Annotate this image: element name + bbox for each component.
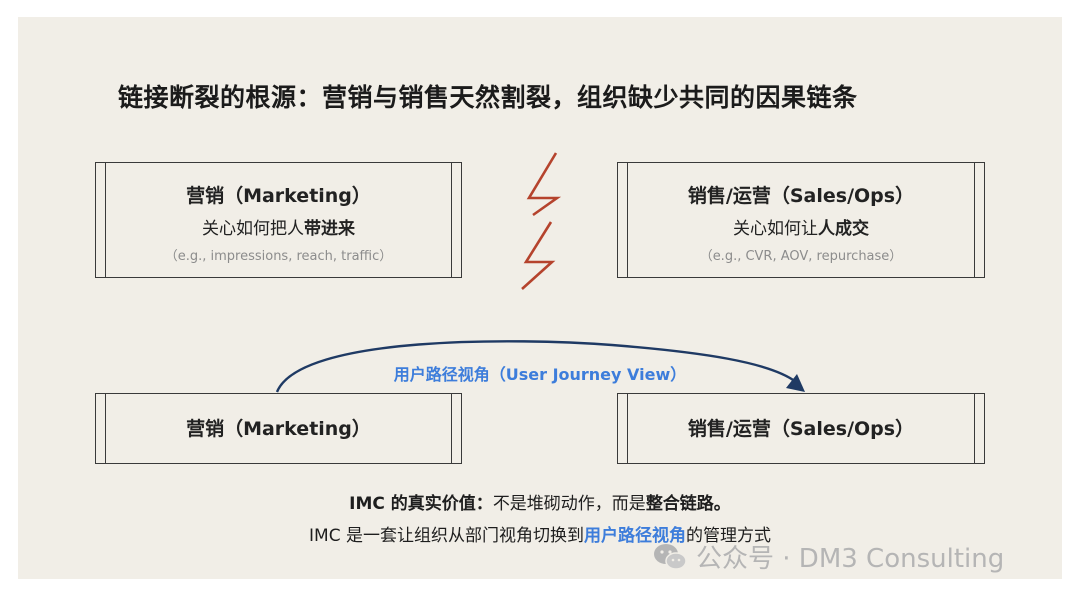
sales-name: 销售/运营（Sales/Ops） xyxy=(687,185,915,207)
journey-highlight: 用户路径视角 xyxy=(583,526,686,546)
marketing-box-top: 营销（Marketing） 关心如何把人带进来 （e.g., impressio… xyxy=(95,162,462,278)
journey-label: 用户路径视角（User Journey View） xyxy=(393,365,687,384)
journey-arc xyxy=(275,340,805,393)
marketing-name-bottom: 营销（Marketing） xyxy=(186,418,371,440)
sales-box-top: 销售/运营（Sales/Ops） 关心如何让人成交 （e.g., CVR, AO… xyxy=(617,162,985,278)
wechat-icon xyxy=(654,543,687,570)
watermark: 公众号 · DM3 Consulting xyxy=(652,538,1004,575)
marketing-desc: 关心如何把人带进来 xyxy=(202,219,355,239)
slide-title: 链接断裂的根源：营销与销售天然割裂，组织缺少共同的因果链条 xyxy=(118,83,858,112)
sales-box-bottom: 销售/运营（Sales/Ops） xyxy=(617,393,985,464)
sales-example: （e.g., CVR, AOV, repurchase） xyxy=(699,249,903,264)
arrow-head-icon xyxy=(786,374,805,392)
lightning-icon xyxy=(521,152,562,290)
slide-background xyxy=(18,17,1062,579)
sales-desc: 关心如何让人成交 xyxy=(733,219,869,239)
marketing-name: 营销（Marketing） xyxy=(186,185,371,207)
imc-value-line: IMC 的真实价值：不是堆砌动作，而是整合链路。 xyxy=(349,494,731,514)
watermark-text: 公众号 · DM3 Consulting xyxy=(696,544,1005,574)
marketing-box-bottom: 营销（Marketing） xyxy=(95,393,462,464)
sales-name-bottom: 销售/运营（Sales/Ops） xyxy=(687,418,915,440)
marketing-example: （e.g., impressions, reach, traffic） xyxy=(164,249,393,264)
imc-definition-line: IMC 是一套让组织从部门视角切换到用户路径视角的管理方式 xyxy=(309,526,771,546)
